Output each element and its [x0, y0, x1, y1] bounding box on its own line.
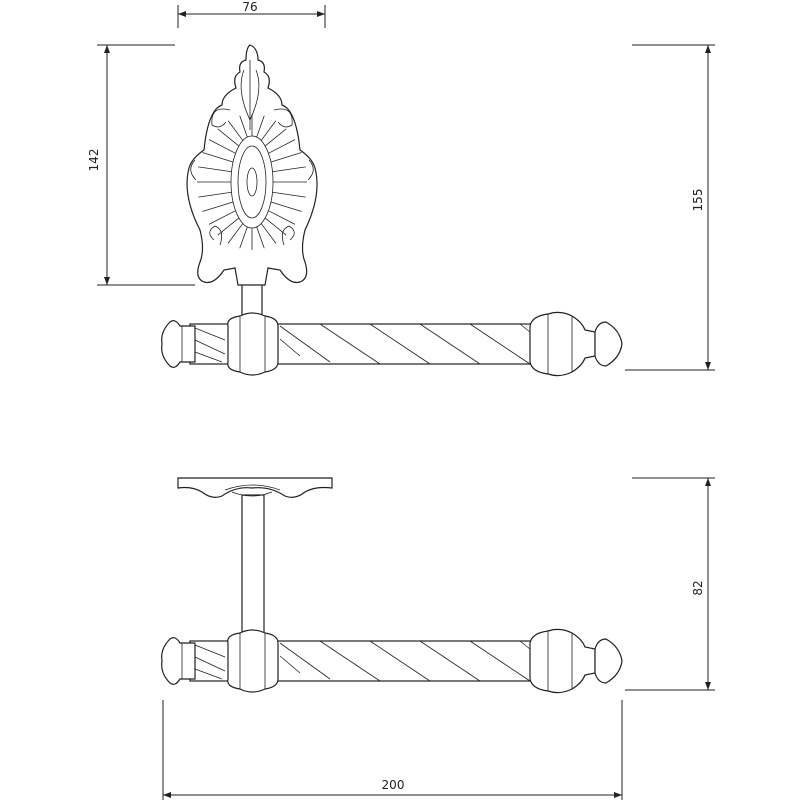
ornament-ray	[239, 226, 248, 249]
ornament-ray	[260, 120, 277, 141]
ornament-ray	[208, 139, 236, 154]
ornament-ray	[208, 210, 236, 225]
dimension-142: 142	[87, 44, 195, 286]
stem	[241, 494, 265, 636]
bar-front	[161, 311, 623, 377]
ornament-ray	[202, 201, 234, 212]
back-plate-profile	[177, 477, 333, 498]
ornament-ray	[268, 210, 296, 225]
ornament-ray	[202, 152, 234, 163]
dimension-label: 76	[242, 0, 257, 14]
ornamental-back-plate	[186, 44, 318, 286]
ornament-ray	[217, 128, 240, 147]
ornament-ray	[198, 191, 232, 198]
ornament-ray	[256, 115, 265, 138]
ornament-ray	[270, 201, 302, 212]
ornament-ray	[270, 152, 302, 163]
ornament-ray	[256, 226, 265, 249]
ornament-ray	[272, 191, 306, 198]
ornament-ray	[268, 139, 296, 154]
ornament-ray	[239, 115, 248, 138]
dimension-label: 82	[691, 580, 705, 595]
dimension-label: 155	[691, 189, 705, 212]
top-view	[161, 477, 623, 694]
front-view	[161, 44, 623, 377]
dimension-82: 82	[625, 477, 715, 691]
ornament-ray	[227, 120, 244, 141]
dimension-label: 200	[382, 778, 405, 792]
bar-top	[161, 628, 623, 694]
ornament-ray	[198, 166, 232, 173]
dimension-155: 155	[625, 44, 715, 371]
ornament-ray	[264, 128, 287, 147]
ornament-ray	[227, 223, 244, 244]
ornament-ray	[260, 223, 277, 244]
ornament-ray	[272, 166, 306, 173]
dimension-76: 76	[177, 0, 326, 28]
dimension-label: 142	[87, 149, 101, 172]
dimension-200: 200	[162, 700, 623, 800]
